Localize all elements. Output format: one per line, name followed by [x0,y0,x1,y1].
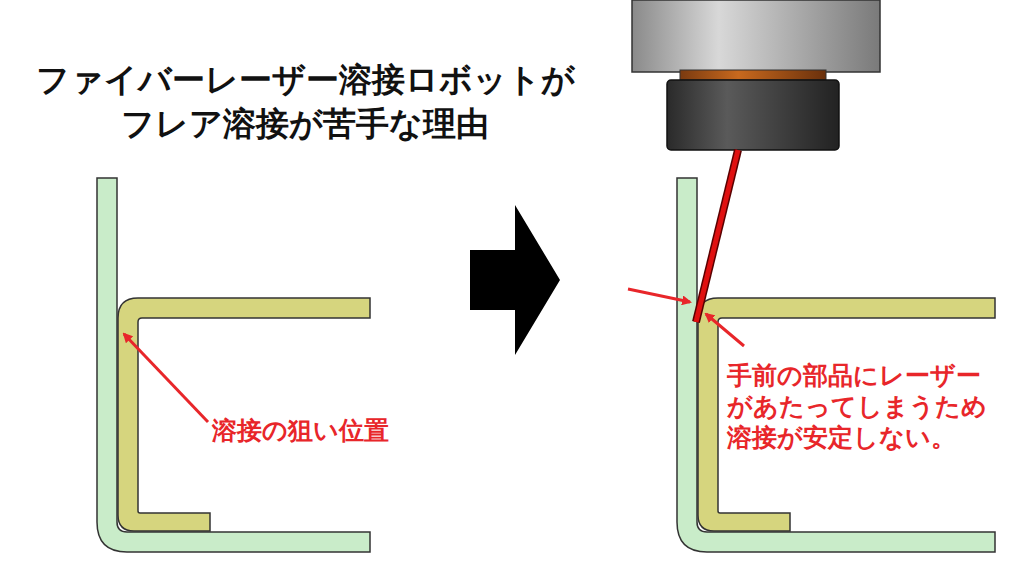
laser-head [632,0,880,150]
left-parts [97,178,370,552]
laser-beam-core [696,150,738,322]
note-label: 溶接の狙い位置 [212,415,412,446]
leader-arrow [628,289,690,302]
leader-arrow [706,314,744,346]
yellow-channel [118,298,370,531]
process-arrow [470,205,560,355]
green-plate [97,178,370,552]
leader-arrow [124,334,208,422]
laser-beam [696,150,738,322]
diagram-title: ファイバーレーザー溶接ロボットが フレア溶接が苦手な理由 [0,58,610,146]
note-label: 手前の部品にレーザー があたってしまうため 溶接が安定しない。 [727,360,1017,453]
